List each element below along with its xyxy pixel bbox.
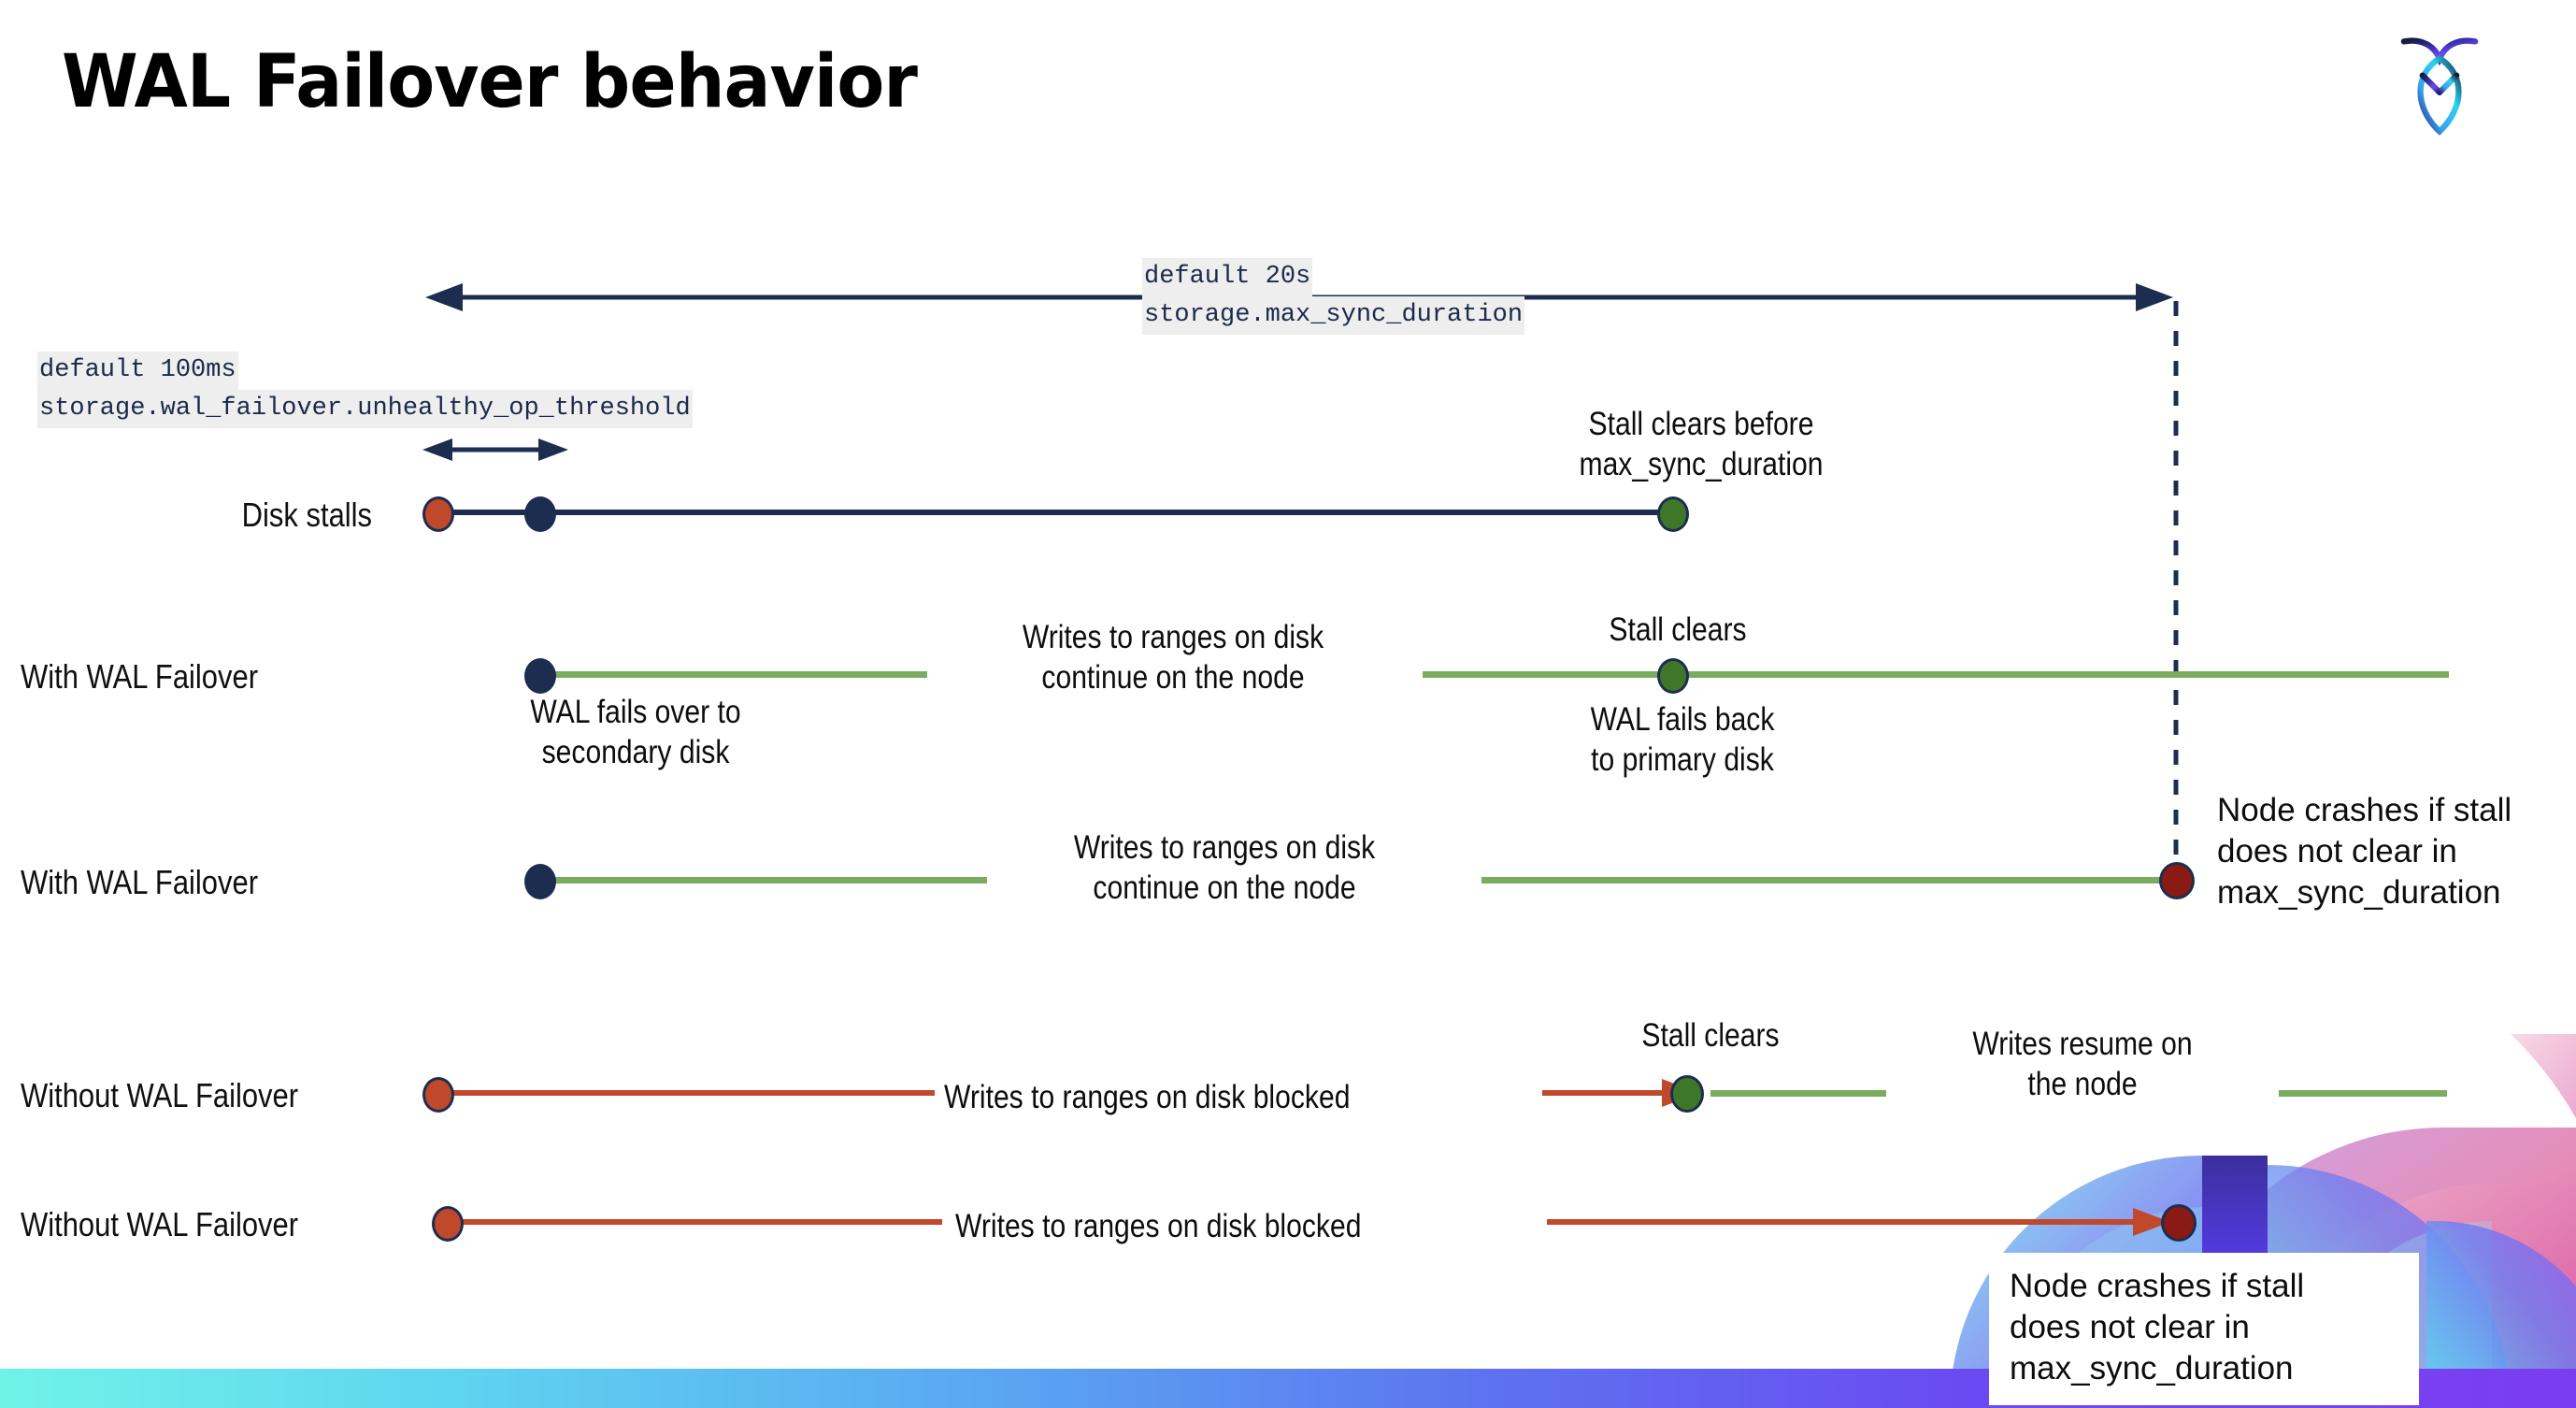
timeline-line-row4-b <box>1542 1090 1682 1096</box>
timeline-line-row3-b <box>1481 877 2173 884</box>
callout-max-sync-duration: default 20s storage.max_sync_duration <box>1142 258 1525 336</box>
cockroachdb-logo-icon <box>2397 26 2483 136</box>
row-label-without-wal-failover-1: Without WAL Failover <box>21 1076 299 1114</box>
timeline-line-row2-b <box>1423 671 2449 678</box>
row-label-without-wal-failover-2: Without WAL Failover <box>21 1205 299 1243</box>
page-title: WAL Failover behavior <box>62 40 918 124</box>
cockroachdb-logo-svg <box>2400 37 2479 136</box>
annotation-writes-continue-1: Writes to ranges on disk continue on the… <box>1022 619 1324 697</box>
annotation-node-crashes-1: Node crashes if stall does not clear in … <box>2217 792 2512 911</box>
annotation-stall-clears-row2: Stall clears <box>1609 611 1747 648</box>
annotation-writes-blocked-2: Writes to ranges on disk blocked <box>955 1208 1362 1244</box>
timeline-line-row5-a <box>447 1219 942 1225</box>
callout-unhealthy-setting: storage.wal_failover.unhealthy_op_thresh… <box>37 390 693 429</box>
timeline-line-disk-stalls <box>437 510 1673 515</box>
annotation-writes-blocked-1: Writes to ranges on disk blocked <box>944 1079 1351 1115</box>
node-stall-clears-row2 <box>1657 658 1689 694</box>
timeline-line-row4-a <box>439 1090 935 1096</box>
callout-unhealthy-op-threshold: default 100ms storage.wal_failover.unhea… <box>37 352 693 429</box>
node-stall-start-row1 <box>422 496 454 532</box>
node-stall-clears-row4 <box>1670 1075 1704 1113</box>
node-stall-start-row4 <box>422 1077 454 1113</box>
annotation-stall-clears-before: Stall clears before max_sync_duration <box>1579 406 1824 483</box>
node-threshold-row1 <box>524 496 556 532</box>
timeline-line-row4-d <box>2279 1090 2447 1097</box>
timeline-line-row2-a <box>542 671 927 678</box>
row-label-with-wal-failover-1: With WAL Failover <box>21 657 259 696</box>
node-failover-row3 <box>524 864 556 899</box>
callout-unhealthy-default: default 100ms <box>37 352 238 391</box>
annotation-writes-resume: Writes resume on the node <box>1972 1026 2193 1103</box>
annotation-node-crashes-2: Node crashes if stall does not clear in … <box>1989 1253 2419 1406</box>
timeline-line-row5-b <box>1547 1219 2140 1225</box>
node-crash-row3 <box>2159 862 2195 899</box>
node-crash-row5 <box>2161 1204 2197 1242</box>
node-stall-start-row5 <box>432 1206 464 1242</box>
row-label-with-wal-failover-2: With WAL Failover <box>21 863 259 901</box>
node-failover-row2 <box>524 658 556 694</box>
row-label-disk-stalls: Disk stalls <box>241 496 373 534</box>
annotation-wal-fails-over: WAL fails over to secondary disk <box>530 694 741 771</box>
node-stall-clears-row1 <box>1657 496 1689 532</box>
timeline-line-row3-a <box>542 877 987 884</box>
callout-max-sync-default: default 20s <box>1142 258 1313 297</box>
callout-max-sync-setting: storage.max_sync_duration <box>1142 296 1525 336</box>
annotation-wal-fails-back: WAL fails back to primary disk <box>1590 701 1775 779</box>
annotation-writes-continue-2: Writes to ranges on disk continue on the… <box>1073 829 1376 907</box>
annotation-stall-clears-row4: Stall clears <box>1641 1017 1780 1054</box>
timeline-line-row4-c <box>1710 1090 1886 1097</box>
unhealthy-op-threshold-span-arrow <box>422 438 568 461</box>
